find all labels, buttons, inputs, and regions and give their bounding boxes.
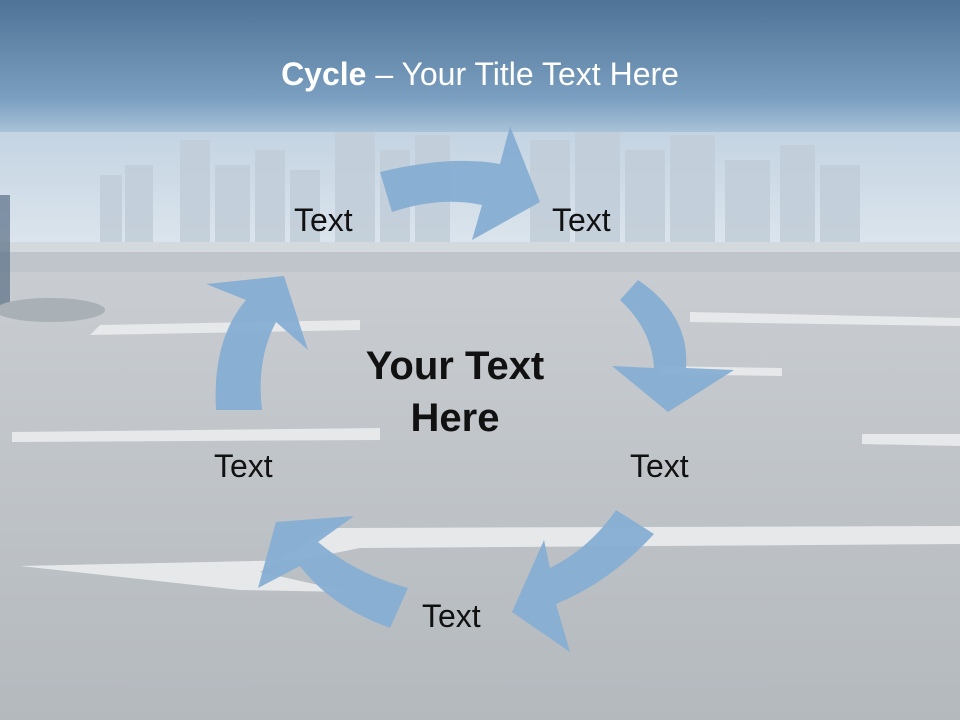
cycle-arrow-top	[380, 126, 540, 240]
title-bold: Cycle	[281, 56, 367, 92]
title-rest: – Your Title Text Here	[366, 56, 679, 92]
cycle-arrow-left	[206, 276, 308, 410]
road-markings	[12, 312, 960, 592]
cycle-node-label-left: Text	[214, 448, 273, 484]
barrier	[0, 242, 960, 252]
road	[0, 272, 960, 720]
center-text-line-2: Here	[410, 396, 500, 440]
cycle-node-label-top-left: Text	[294, 202, 353, 238]
center-text: Your Text Here	[330, 340, 580, 444]
cycle-arrow-bottom-left	[258, 516, 408, 628]
road-sign	[0, 195, 10, 305]
cycle-arrow-bottom-right	[512, 510, 654, 652]
center-text-line-1: Your Text	[365, 344, 545, 388]
cycle-node-label-bottom: Text	[422, 598, 481, 634]
slide-title: Cycle – Your Title Text Here	[0, 52, 960, 96]
cycle-node-label-right: Text	[630, 448, 689, 484]
city-skyline	[100, 120, 860, 245]
cycle-node-label-top-right: Text	[552, 202, 611, 238]
traffic-island	[0, 298, 105, 322]
header-band	[0, 0, 960, 132]
cycle-arrow-right	[612, 280, 734, 412]
